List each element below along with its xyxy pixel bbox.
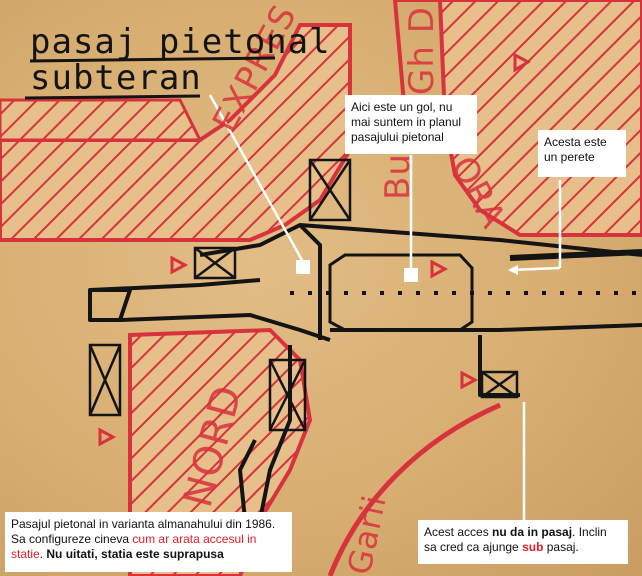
note-almanac: Pasajul pietonal in varianta almanahului… xyxy=(5,512,292,572)
street-curve-bottom xyxy=(327,402,502,576)
inner-island xyxy=(328,253,474,332)
triangle-marker xyxy=(430,259,449,279)
note-gap: Aici este un gol, nu mai suntem in planu… xyxy=(345,95,477,154)
marker-square xyxy=(404,268,418,282)
passage-outline xyxy=(88,223,642,521)
block-topleft xyxy=(0,98,203,142)
triangle-marker xyxy=(513,52,532,73)
wall-line xyxy=(509,249,642,261)
map-title-line2: subteran xyxy=(30,58,202,98)
marker-square xyxy=(296,260,310,274)
triangle-marker xyxy=(170,255,189,275)
note-wall: Acesta este un perete xyxy=(538,130,626,177)
note-access: Acest acces nu da in pasaj. Inclin sa cr… xyxy=(418,520,628,564)
arrow-head-icon xyxy=(508,265,518,275)
stairs xyxy=(88,158,519,432)
map-title-line1: pasaj pietonal xyxy=(30,22,331,62)
pointer-lines xyxy=(208,94,562,520)
triangle-marker xyxy=(98,427,117,447)
triangle-marker xyxy=(460,370,479,390)
